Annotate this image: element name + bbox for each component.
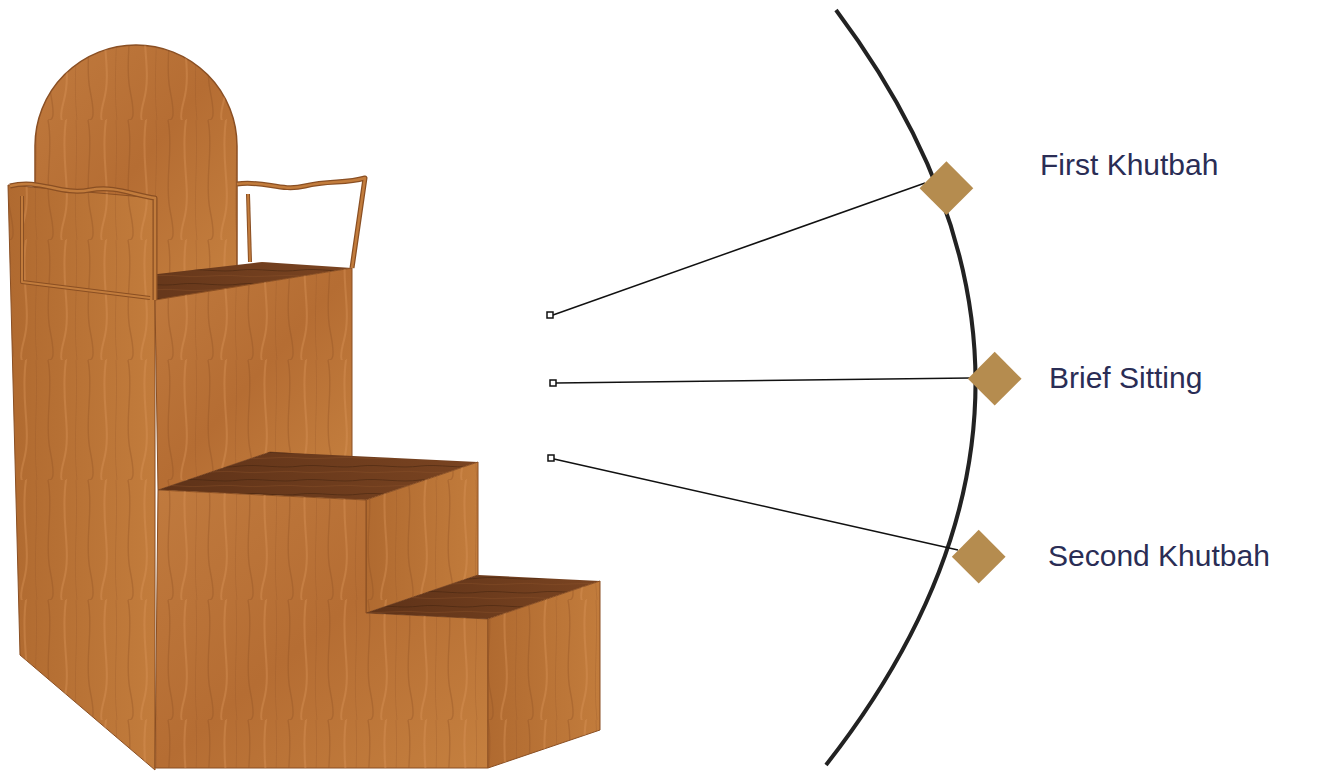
stage-label: First Khutbah (1040, 147, 1218, 183)
stage-label: Second Khutbah (1048, 538, 1270, 574)
minbar-armrest (10, 178, 365, 300)
minbar-side-face (155, 490, 488, 768)
stage-label: Brief Sitting (1049, 360, 1202, 396)
timeline-arc (826, 10, 976, 765)
minbar-left-face (8, 185, 155, 770)
minbar-step (366, 575, 600, 768)
timeline-marker (920, 161, 1022, 583)
leader-line (547, 183, 970, 550)
